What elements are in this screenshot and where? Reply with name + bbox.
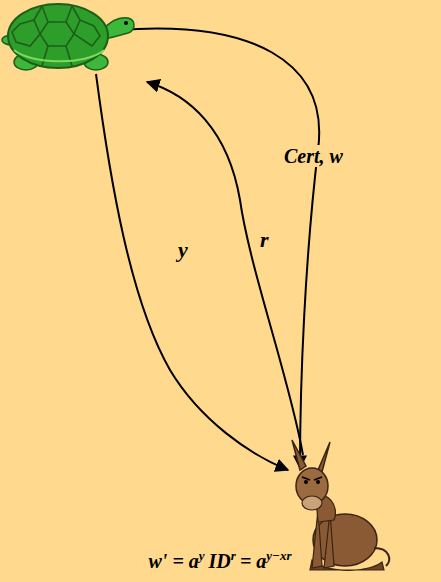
- arrow-cert: [118, 29, 319, 469]
- formula-term: w' = a: [149, 550, 199, 572]
- turtle: [2, 4, 134, 70]
- message-label: Cert, w: [282, 145, 345, 167]
- arrow-y: [96, 74, 288, 470]
- formula-exponent: y: [199, 548, 205, 563]
- formula-exponent: y−xr: [266, 548, 291, 563]
- formula-exponent: r: [231, 548, 236, 563]
- arrow-r: [147, 82, 303, 455]
- donkey: [292, 440, 389, 570]
- message-label: r: [258, 228, 271, 252]
- message-label: y: [176, 238, 190, 262]
- formula-term: ID: [209, 550, 231, 572]
- formula: w' = ay IDr = ay−xr: [149, 548, 292, 573]
- formula-term: = a: [240, 550, 266, 572]
